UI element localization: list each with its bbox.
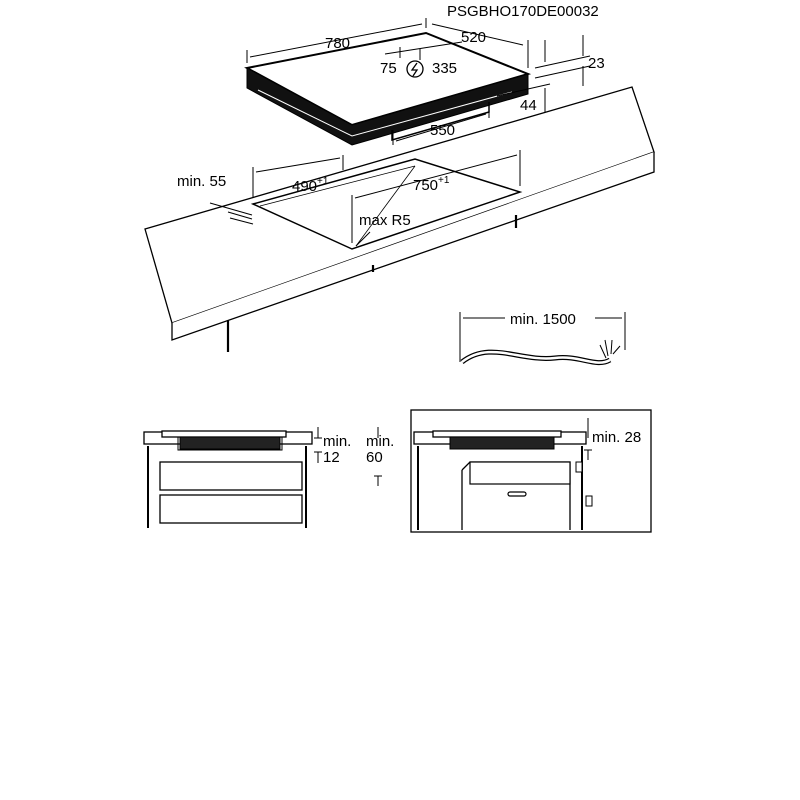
hob-width-label: 780 xyxy=(325,35,350,52)
hob-dimension-lines xyxy=(246,18,591,145)
reference-code: PSGBHO170DE00032 xyxy=(447,3,599,20)
cable-length-label: min. 1500 xyxy=(510,311,576,328)
drawer-gap-value: 12 xyxy=(323,449,340,466)
cutout-dimension-lines xyxy=(209,150,521,247)
drawer-gap-min-label: min. xyxy=(323,433,351,450)
hob-height-label: 23 xyxy=(588,55,605,72)
cutout-width-value: 750 xyxy=(413,177,438,194)
cable-width-label: 335 xyxy=(432,60,457,77)
hob-depth-label: 520 xyxy=(461,29,486,46)
drawer-depth-min-label: min. xyxy=(366,433,394,450)
power-connection-icon xyxy=(406,60,424,78)
drawer-depth-value: 60 xyxy=(366,449,383,466)
corner-radius-label: max R5 xyxy=(359,212,411,229)
cable-offset-label: 75 xyxy=(380,60,397,77)
cutout-depth-value: 490 xyxy=(292,178,317,195)
cutout-width-tolerance: +1 xyxy=(438,175,450,186)
cable-drawing xyxy=(459,312,626,366)
oven-gap-label: min. 28 xyxy=(592,429,641,446)
cutout-depth-label: 490+1 xyxy=(292,176,329,195)
hob-frame-height-label: 44 xyxy=(520,97,537,114)
cable-depth-label: 550 xyxy=(430,122,455,139)
min-edge-distance-label: min. 55 xyxy=(177,173,226,190)
drawer-section-drawing xyxy=(143,427,382,528)
oven-section-drawing xyxy=(410,409,652,533)
cutout-width-label: 750+1 xyxy=(413,175,450,194)
worktop-drawing xyxy=(144,86,655,352)
cutout-depth-tolerance: +1 xyxy=(317,176,329,187)
